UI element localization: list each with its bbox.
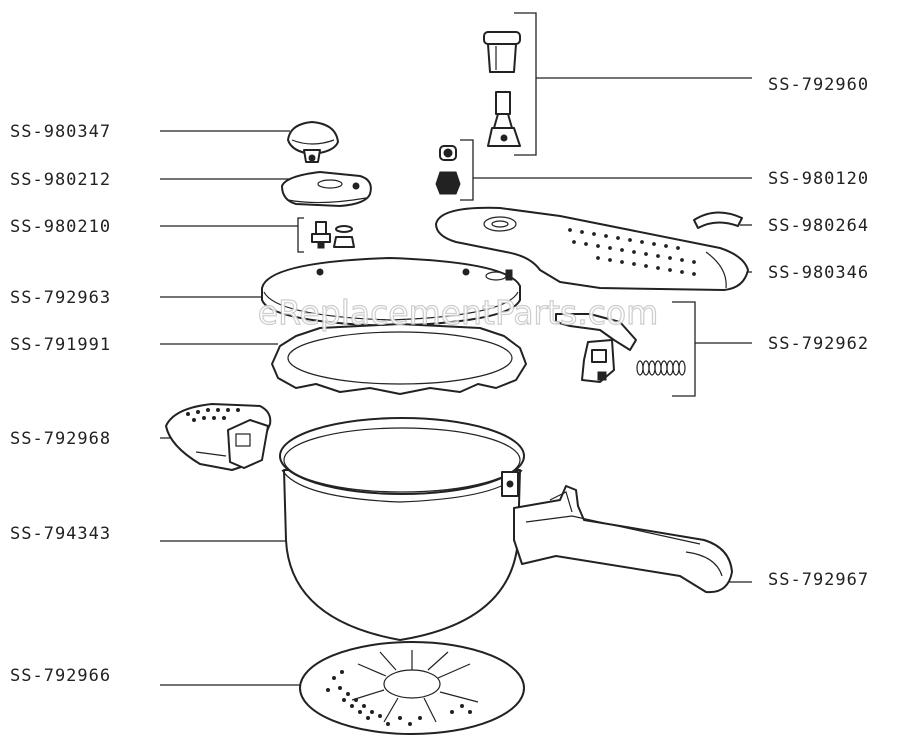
label-ss-791991[interactable]: SS-791991 — [10, 335, 111, 355]
part-side-handle — [165, 403, 272, 471]
label-ss-792960[interactable]: SS-792960 — [768, 75, 869, 95]
part-lid — [261, 257, 521, 327]
part-lid-handle — [435, 206, 749, 291]
label-ss-792967[interactable]: SS-792967 — [768, 570, 869, 590]
part-valve-assembly — [483, 31, 521, 147]
label-ss-980346[interactable]: SS-980346 — [768, 263, 869, 283]
leader-lines — [160, 12, 752, 686]
label-ss-980210[interactable]: SS-980210 — [10, 217, 111, 237]
part-gasket — [271, 323, 527, 395]
label-ss-794343[interactable]: SS-794343 — [10, 524, 111, 544]
part-valve-small — [435, 145, 461, 195]
label-ss-792966[interactable]: SS-792966 — [10, 666, 111, 686]
part-seal-small — [693, 211, 743, 229]
label-ss-980347[interactable]: SS-980347 — [10, 122, 111, 142]
label-ss-792968[interactable]: SS-792968 — [10, 429, 111, 449]
bracket-ss-980210 — [297, 217, 304, 253]
part-pressure-knob — [287, 121, 339, 163]
label-ss-980212[interactable]: SS-980212 — [10, 170, 111, 190]
part-screw-nut — [311, 221, 355, 249]
label-ss-980120[interactable]: SS-980120 — [768, 169, 869, 189]
bracket-ss-792960 — [514, 12, 537, 156]
watermark-text: eReplacementParts.com — [258, 293, 658, 332]
label-ss-980264[interactable]: SS-980264 — [768, 216, 869, 236]
label-ss-792962[interactable]: SS-792962 — [768, 334, 869, 354]
part-locking-mechanism — [555, 313, 686, 383]
part-cover-plate — [281, 171, 372, 207]
part-steam-basket — [299, 641, 525, 735]
label-ss-792963[interactable]: SS-792963 — [10, 288, 111, 308]
bracket-ss-980120 — [460, 139, 474, 201]
part-long-handle — [513, 485, 733, 594]
bracket-ss-792962 — [672, 301, 696, 397]
part-pot-body — [279, 417, 525, 641]
